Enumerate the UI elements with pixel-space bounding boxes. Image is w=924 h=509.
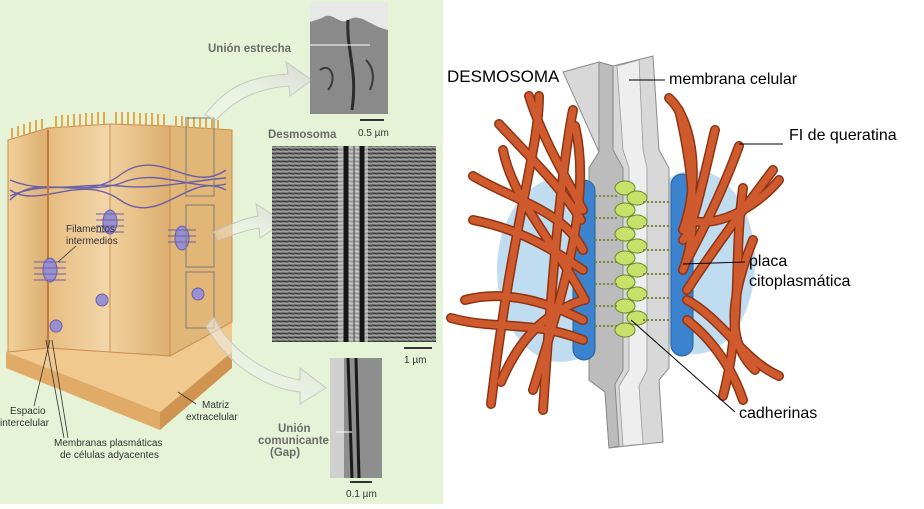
pointer-plasma-membrane-b	[51, 339, 69, 439]
label-intermediate-filaments-2: intermedios	[66, 236, 118, 247]
label-plaque-1: placa	[749, 253, 787, 270]
label-keratin-filaments: FI de queratina	[789, 127, 897, 144]
diagram-title: DESMOSOMA	[447, 67, 560, 86]
desmosome-schematic: DESMOSOMA membrana celular FI de querati…	[443, 0, 924, 504]
pointer-cadherins	[630, 319, 736, 413]
desmosome-cluster-1	[34, 257, 66, 283]
em-tight-junction	[310, 2, 388, 114]
highlight-box-tight	[185, 117, 215, 197]
em-desmosome	[272, 146, 436, 342]
pointer-intercellular-space	[33, 339, 51, 407]
label-intercellular-space-2: intercelular	[0, 418, 50, 429]
pointer-plasma-membrane-a	[45, 339, 65, 439]
pointer-extracellular-matrix	[177, 391, 197, 405]
label-cell-membrane: membrana celular	[669, 71, 798, 88]
pointer-plaque	[682, 261, 746, 265]
label-gap-junction-3: (Gap)	[270, 447, 300, 459]
label-extracellular-matrix-2: extracelular	[186, 412, 238, 423]
epithelium-junctions-figure: 0.5 µm 1 µm 0.1 µm Unión estrecha Desmos…	[0, 0, 443, 504]
scale-label-gap: 0.1 µm	[346, 489, 377, 500]
arrow-to-gap-junction	[205, 317, 327, 405]
microvilli	[11, 112, 219, 138]
cadherin-column	[595, 180, 671, 338]
filament-network	[9, 164, 227, 209]
scale-label-tight: 0.5 µm	[358, 128, 389, 139]
label-plasma-membranes-2: de células adyacentes	[60, 450, 159, 461]
label-cadherins: cadherinas	[739, 405, 817, 422]
label-tight-junction: Unión estrecha	[208, 43, 292, 55]
highlight-box-gap	[185, 271, 215, 329]
pointer-intermediate-filaments	[57, 245, 77, 263]
label-plasma-membranes-1: Membranas plasmáticas	[54, 438, 162, 449]
gap-junction-dot-2	[49, 319, 63, 333]
label-desmosome: Desmosoma	[268, 129, 337, 141]
highlight-box-desmosome	[185, 204, 215, 268]
cell-right	[109, 123, 171, 357]
epithelium-illustration: 0.5 µm 1 µm 0.1 µm Unión estrecha Desmos…	[0, 0, 443, 504]
scale-label-desmosome: 1 µm	[404, 355, 426, 366]
label-plaque-2: citoplasmática	[749, 273, 850, 290]
gap-junction-dot-3	[191, 287, 205, 301]
label-intermediate-filaments-1: Filamentos	[66, 224, 115, 235]
cell-left	[7, 127, 49, 353]
gap-junction-dot-1	[95, 293, 109, 307]
em-gap-junction	[330, 357, 382, 479]
label-gap-junction-1: Unión	[278, 423, 311, 435]
label-intercellular-space-1: Espacio	[10, 406, 46, 417]
label-gap-junction-2: comunicante	[258, 435, 329, 447]
desmosome-illustration: DESMOSOMA membrana celular FI de querati…	[446, 55, 897, 449]
keratin-filaments-left	[446, 91, 590, 415]
label-extracellular-matrix-1: Matriz	[202, 400, 229, 411]
desmosome-cluster-2	[96, 209, 124, 235]
keratin-filaments-right	[664, 93, 784, 405]
